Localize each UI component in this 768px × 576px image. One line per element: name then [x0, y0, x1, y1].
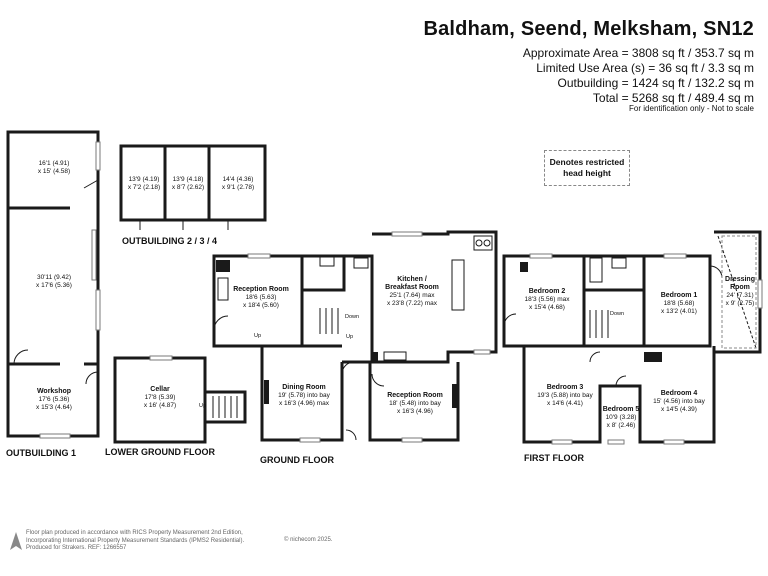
bedroom-3-label: Bedroom 3 19'3 (5.88) into bay x 14'6 (4…	[530, 384, 600, 408]
ob3-dim1: 13'9 (4.18)	[172, 176, 204, 183]
approximate-area: Approximate Area = 3808 sq ft / 353.7 sq…	[522, 46, 754, 60]
first-floor-stairs-down: Down	[610, 311, 625, 317]
footer-notes: Floor plan produced in accordance with R…	[26, 530, 244, 553]
dressing-room-name-2: Room	[730, 284, 750, 291]
bedroom-4-label: Bedroom 4 15' (4.56) into bay x 14'5 (4.…	[644, 390, 714, 414]
footer-line-2: Incorporating International Property Mea…	[26, 537, 245, 544]
kitchen-dim1: 25'1 (7.64) max	[389, 292, 435, 299]
ground-stairs-down: Down	[345, 314, 360, 320]
cellar-dim1: 17'8 (5.39)	[144, 394, 176, 401]
ob3-label: 13'9 (4.18) x 8'7 (2.62)	[166, 176, 210, 192]
ob2-dim1: 13'9 (4.19)	[128, 176, 160, 183]
bedroom-1-label: Bedroom 1 18'8 (5.68) x 13'2 (4.01)	[648, 292, 710, 316]
ob1-mid-dim2: x 17'6 (5.36)	[36, 282, 72, 289]
ob4-label: 14'4 (4.36) x 9'1 (2.78)	[212, 176, 264, 192]
restricted-head-height-legend: Denotes restricted head height	[544, 150, 630, 186]
cellar-label: Cellar 17'8 (5.39) x 16' (4.87)	[118, 386, 202, 410]
first-floor-plan	[502, 230, 763, 445]
north-arrow-icon	[10, 532, 22, 550]
reception-room-2-name: Reception Room	[387, 392, 443, 399]
outbuilding-234-caption: OUTBUILDING 2 / 3 / 4	[122, 236, 218, 246]
cellar-name: Cellar	[150, 386, 170, 393]
bedroom-2-label: Bedroom 2 18'3 (5.56) max x 15'4 (4.68)	[510, 288, 584, 312]
ob4-dim2: x 9'1 (2.78)	[221, 184, 255, 191]
ground-floor-caption: GROUND FLOOR	[260, 455, 334, 465]
footer-copyright: © nichecom 2025.	[284, 537, 333, 543]
first-floor-caption: FIRST FLOOR	[524, 453, 584, 463]
outbuilding-1-caption: OUTBUILDING 1	[6, 448, 77, 458]
dining-room-dim1: 19' (5.78) into bay	[278, 392, 330, 399]
bedroom-3-dim1: 19'3 (5.88) into bay	[537, 392, 593, 399]
total-area: Total = 5268 sq ft / 489.4 sq m	[592, 91, 754, 105]
identification-note: For identification only - Not to scale	[629, 104, 754, 113]
cellar-stairs-up: Up	[199, 403, 207, 409]
bedroom-5-name: Bedroom 5	[602, 406, 640, 413]
reception-room-1-dim2: x 18'4 (5.60)	[243, 302, 279, 309]
dressing-room-name-1: Dressing	[725, 276, 755, 283]
ob1-mid-room-label: 30'11 (9.42) x 17'6 (5.36)	[14, 274, 94, 290]
workshop-name: Workshop	[36, 388, 72, 395]
outbuilding-area: Outbuilding = 1424 sq ft / 132.2 sq m	[557, 76, 754, 90]
workshop-dim2: x 15'3 (4.64)	[36, 404, 72, 411]
reception-room-2-dim2: x 16'3 (4.96)	[397, 408, 433, 415]
kitchen-dim2: x 23'8 (7.22) max	[386, 300, 437, 307]
ground-floor-plan	[212, 230, 498, 443]
bedroom-3-dim2: x 14'6 (4.41)	[547, 400, 583, 407]
workshop-dim1: 17'6 (5.36)	[38, 396, 70, 403]
kitchen-label: Kitchen / Breakfast Room 25'1 (7.64) max…	[372, 276, 452, 308]
bedroom-2-name: Bedroom 2	[528, 288, 566, 295]
bedroom-3-name: Bedroom 3	[546, 384, 584, 391]
reception-room-2-label: Reception Room 18' (5.48) into bay x 16'…	[372, 392, 458, 416]
dining-room-dim2: x 16'3 (4.96) max	[278, 400, 329, 407]
dressing-room-dim2: x 9' (2.75)	[725, 300, 755, 307]
cellar-plan	[113, 355, 247, 444]
bedroom-2-dim1: 18'3 (5.56) max	[524, 296, 570, 303]
bedroom-4-name: Bedroom 4	[660, 390, 698, 397]
kitchen-name-1: Kitchen /	[397, 276, 427, 283]
dressing-room-dim1: 24' (7.31)	[726, 292, 754, 299]
ground-stairs-up-1: Up	[254, 333, 262, 339]
bedroom-5-dim2: x 8' (2.46)	[606, 422, 636, 429]
reception-room-1-dim1: 18'6 (5.63)	[245, 294, 277, 301]
dining-room-name: Dining Room	[282, 384, 326, 391]
footer-line-3: Produced for Strakers. REF: 1266557	[26, 545, 127, 551]
dining-room-label: Dining Room 19' (5.78) into bay x 16'3 (…	[266, 384, 342, 408]
ob1-top-dim1: 16'1 (4.91)	[38, 160, 70, 167]
bedroom-1-dim1: 18'8 (5.68)	[663, 300, 695, 307]
footer-line-1: Floor plan produced in accordance with R…	[26, 530, 243, 536]
limited-use-area: Limited Use Area (s) = 36 sq ft / 3.3 sq…	[536, 61, 754, 75]
ob2-dim2: x 7'2 (2.18)	[127, 184, 161, 191]
property-address-title: Baldham, Seend, Melksham, SN12	[423, 18, 754, 40]
reception-room-1-label: Reception Room 18'6 (5.63) x 18'4 (5.60)	[222, 286, 300, 310]
lower-ground-caption: LOWER GROUND FLOOR	[105, 447, 215, 457]
bedroom-4-dim2: x 14'5 (4.39)	[661, 406, 697, 413]
outbuildings-2-3-4-plan	[119, 144, 267, 230]
bedroom-2-dim2: x 15'4 (4.68)	[529, 304, 565, 311]
outbuilding-1-plan	[6, 130, 101, 439]
ob1-mid-dim1: 30'11 (9.42)	[36, 274, 71, 281]
reception-room-1-name: Reception Room	[233, 286, 289, 293]
kitchen-name-2: Breakfast Room	[385, 284, 439, 291]
bedroom-1-dim2: x 13'2 (4.01)	[661, 308, 697, 315]
ground-stairs-up-2: Up	[346, 334, 354, 340]
bedroom-4-dim1: 15' (4.56) into bay	[653, 398, 705, 405]
cellar-dim2: x 16' (4.87)	[143, 402, 177, 409]
ob3-dim2: x 8'7 (2.62)	[171, 184, 205, 191]
ob1-top-room-label: 16'1 (4.91) x 15' (4.58)	[14, 160, 94, 176]
bedroom-1-name: Bedroom 1	[660, 292, 698, 299]
reception-room-2-dim1: 18' (5.48) into bay	[389, 400, 441, 407]
ob2-label: 13'9 (4.19) x 7'2 (2.18)	[123, 176, 165, 192]
dressing-room-label: Dressing Room 24' (7.31) x 9' (2.75)	[716, 276, 764, 308]
footer-ref: REF: 1266557	[87, 545, 127, 551]
bedroom-5-dim1: 10'9 (3.28)	[605, 414, 637, 421]
bedroom-5-label: Bedroom 5 10'9 (3.28) x 8' (2.46)	[601, 406, 641, 430]
ob1-top-dim2: x 15' (4.58)	[37, 168, 71, 175]
ob4-dim1: 14'4 (4.36)	[222, 176, 254, 183]
workshop-label: Workshop 17'6 (5.36) x 15'3 (4.64)	[14, 388, 94, 412]
